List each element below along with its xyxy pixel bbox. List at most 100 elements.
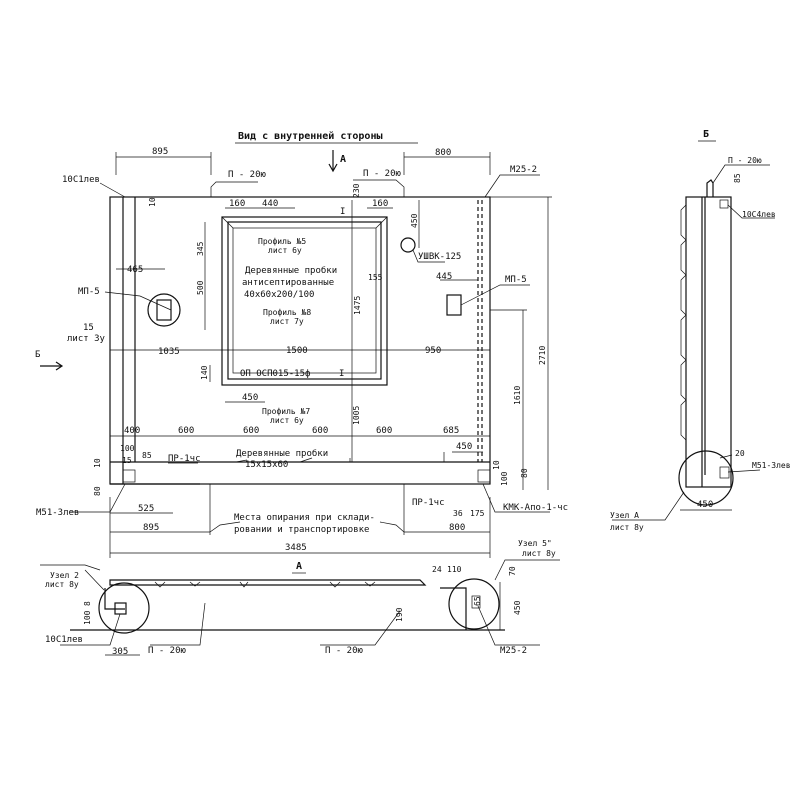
section-a-labels: Узел 2 лист 8у Узел 5" лист 8у 24 110 70… — [45, 539, 556, 657]
dim-top-right: 800 — [435, 148, 451, 158]
dim-305: 305 — [112, 647, 128, 657]
dim-345: 345 — [196, 241, 205, 256]
section-mark-b-right: Б — [703, 129, 709, 140]
dim-20: 20 — [735, 449, 745, 458]
dim-24: 24 — [432, 565, 442, 574]
dim-3485: 3485 — [285, 543, 307, 553]
dim-450-bottom: 450 — [242, 393, 258, 403]
dim-160-left: 160 — [229, 199, 245, 209]
label-wood-plugs-2: антисептированные — [242, 278, 334, 288]
label-wood-small-2: 15х15х60 — [245, 460, 288, 470]
dim-230: 230 — [352, 183, 361, 198]
dim-160-right: 160 — [372, 199, 388, 209]
label-sheet-3u: лист 3у — [67, 334, 106, 344]
label-mp5-right: МП-5 — [505, 275, 527, 285]
dim-top-left: 895 — [152, 147, 168, 157]
dim-1500: 1500 — [286, 346, 308, 356]
dim-465: 465 — [127, 265, 143, 275]
label-wood-small-1: Деревянные пробки — [236, 448, 328, 459]
label-sheet-15: 15 — [83, 323, 94, 333]
label-ushvk: УШВК-125 — [418, 252, 461, 262]
label-p20: П - 20ю — [728, 156, 762, 165]
dim-100: 100 — [120, 444, 135, 453]
side-view-labels: П - 20ю 85 10С4лев 20 М51-3лев 450 Узел … — [610, 156, 791, 532]
label-p20-right: П - 20ю — [325, 646, 364, 656]
dim-450: 450 — [513, 600, 522, 615]
dim-800-bottom: 800 — [449, 523, 465, 533]
dim-190: 190 — [395, 607, 404, 622]
dim-10-right: 10 — [492, 460, 501, 470]
label-node5-2: лист 8у — [522, 549, 556, 558]
label-kmk: КМК-Апо-1-чс — [503, 503, 568, 513]
dim-1005: 1005 — [352, 406, 361, 425]
dim-80-right: 80 — [520, 468, 529, 478]
label-10c1: 10С1лев — [62, 175, 100, 185]
dim-8: 8 — [83, 601, 92, 606]
dim-80-left: 80 — [93, 486, 102, 496]
label-wood-plugs-3: 40х60х200/100 — [244, 290, 314, 300]
label-profile7-1: Профиль №7 — [262, 407, 310, 416]
dim-15: 15 — [122, 456, 132, 465]
label-node2-1: Узел 2 — [50, 571, 79, 580]
dim-row-5: 600 — [376, 426, 392, 436]
section-mark-i-top: I — [340, 207, 345, 217]
dim-row-4: 600 — [312, 426, 328, 436]
dim-85: 85 — [733, 173, 742, 183]
label-window: ОП ОСП015-15ф — [240, 369, 310, 379]
dim-row-2: 600 — [178, 426, 194, 436]
section-mark-i-bottom: I — [339, 369, 344, 379]
label-node2-2: лист 8у — [45, 580, 79, 589]
side-view-b — [612, 164, 775, 521]
dim-row-6: 685 — [443, 426, 459, 436]
label-m51: М51-3лев — [36, 508, 79, 518]
dimension-lines-top — [70, 152, 552, 558]
label-wood-plugs-1: Деревянные пробки — [245, 265, 337, 276]
label-profile8-1: Профиль №8 — [263, 308, 311, 317]
section-mark-a-top: А — [340, 154, 346, 165]
dim-175: 175 — [470, 509, 485, 518]
dim-950: 950 — [425, 346, 441, 356]
dim-1035: 1035 — [158, 347, 180, 357]
front-view-labels: 895 800 П - 20ю П - 20ю М25-2 10С1лев 10… — [35, 147, 568, 553]
label-p20-left: П - 20ю — [228, 170, 267, 180]
label-support-2: ровании и транспортировке — [234, 525, 369, 535]
dim-10-left: 10 — [93, 458, 102, 468]
dim-445: 445 — [436, 272, 452, 282]
label-10c4: 10С4лев — [742, 210, 776, 219]
dim-895-bottom: 895 — [143, 523, 159, 533]
section-a-view — [40, 559, 560, 656]
dim-440: 440 — [262, 199, 278, 209]
dim-450: 450 — [697, 500, 713, 510]
dim-10: 10 — [148, 197, 157, 207]
dim-row-3: 600 — [243, 426, 259, 436]
dim-1475: 1475 — [353, 296, 362, 315]
label-10c1: 10С1лев — [45, 635, 83, 645]
dim-2710: 2710 — [538, 346, 547, 365]
dim-110: 110 — [447, 565, 462, 574]
dim-1610: 1610 — [513, 386, 522, 405]
arrow-b-icon — [40, 361, 64, 371]
label-profile5-1: Профиль №5 — [258, 237, 306, 246]
label-mp5-left: МП-5 — [78, 287, 100, 297]
dim-450-right: 450 — [410, 213, 419, 228]
label-pr-right: ПР-1чс — [412, 498, 445, 508]
dim-85: 85 — [142, 451, 152, 460]
label-profile5-2: лист 6у — [268, 246, 302, 255]
label-pr-left: ПР-1чс — [168, 454, 201, 464]
label-profile8-2: лист 7у — [270, 317, 304, 326]
view-title: Вид с внутренней стороны — [238, 130, 383, 142]
dim-525: 525 — [138, 504, 154, 514]
dim-70: 70 — [508, 566, 517, 576]
dim-100-right: 100 — [500, 471, 509, 486]
section-mark-b: Б — [35, 350, 40, 360]
dim-65: 65 — [473, 596, 482, 606]
label-p20-left: П - 20ю — [148, 646, 187, 656]
label-nodeA-1: Узел А — [610, 511, 639, 520]
dim-row-1: 400 — [124, 426, 140, 436]
label-profile7-2: лист 6у — [270, 416, 304, 425]
dim-155: 155 — [368, 273, 383, 282]
label-m25: М25-2 — [510, 165, 537, 175]
label-nodeA-2: лист 8у — [610, 523, 644, 532]
label-p20-right: П - 20ю — [363, 169, 402, 179]
